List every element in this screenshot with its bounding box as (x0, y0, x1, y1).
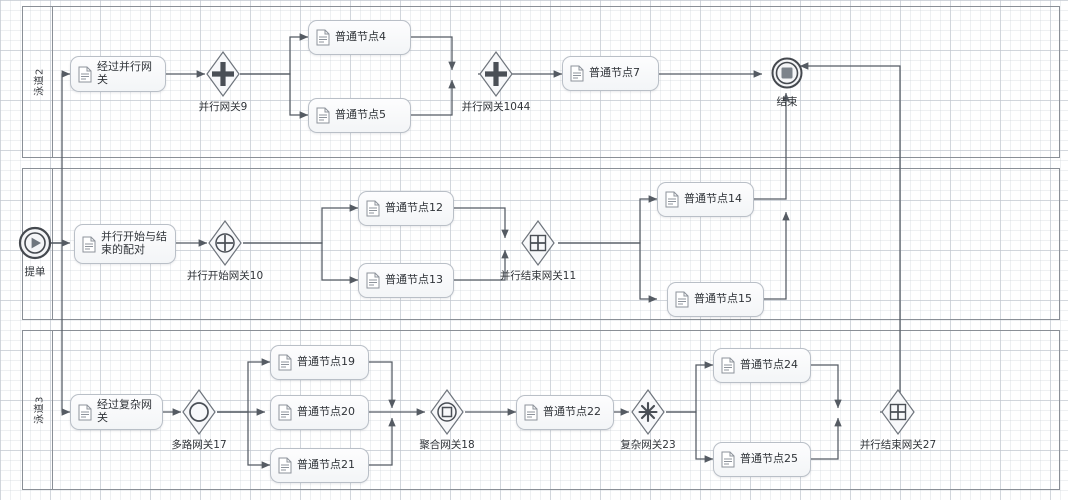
document-icon (366, 200, 380, 217)
document-icon (78, 404, 92, 420)
task-label: 并行开始与结 束的配对 (101, 230, 167, 256)
swimlane-top[interactable]: 泳道2 (22, 6, 1060, 158)
task-parallel-pairing[interactable]: 并行开始与结 束的配对 (74, 224, 176, 264)
task-label: 经过复杂网关 (97, 398, 152, 424)
end-event[interactable] (766, 52, 808, 94)
gateway-multi-17[interactable] (181, 388, 217, 436)
start-event[interactable] (14, 222, 56, 264)
document-icon (278, 354, 292, 371)
gateway-parallel-end-27[interactable] (880, 388, 916, 436)
gateway-parallel-end-27-label: 并行结束网关27 (859, 439, 937, 451)
swimlane-top-header: 泳道2 (23, 7, 53, 157)
document-icon (82, 236, 96, 252)
document-icon (721, 357, 735, 374)
gateway-parallel-1044-label: 并行网关1044 (461, 101, 531, 113)
task-node-5[interactable]: 普通节点5 (308, 98, 411, 133)
task-node-22[interactable]: 普通节点22 (516, 395, 614, 430)
gateway-parallel-start-10[interactable] (207, 219, 243, 267)
task-node-13[interactable]: 普通节点13 (358, 263, 454, 298)
inclusive-gateway-icon (182, 388, 216, 436)
parallel-gateway-thin-icon (881, 388, 915, 436)
task-label: 经过并行网关 (97, 60, 152, 86)
start-event-label: 提单 (24, 266, 46, 278)
end-event-icon (771, 57, 803, 89)
task-node-20[interactable]: 普通节点20 (270, 395, 369, 430)
task-node-12[interactable]: 普通节点12 (358, 191, 454, 226)
task-label: 普通节点21 (297, 458, 355, 472)
task-node-7[interactable]: 普通节点7 (562, 56, 659, 91)
gateway-parallel-end-11[interactable] (520, 219, 556, 267)
task-pass-parallel-gateway[interactable]: 经过并行网关 (70, 56, 166, 92)
task-label: 普通节点19 (297, 355, 355, 369)
play-circle-icon (18, 226, 52, 260)
task-node-25[interactable]: 普通节点25 (713, 442, 811, 477)
task-node-21[interactable]: 普通节点21 (270, 448, 369, 483)
document-icon (278, 457, 292, 474)
gateway-parallel-end-11-label: 并行结束网关11 (499, 270, 577, 282)
task-node-4[interactable]: 普通节点4 (308, 20, 411, 55)
task-label: 普通节点4 (335, 30, 386, 44)
gateway-parallel-start-10-label: 并行开始网关10 (186, 270, 264, 282)
task-label: 普通节点12 (385, 201, 443, 215)
task-node-24[interactable]: 普通节点24 (713, 348, 811, 383)
end-event-label: 结束 (776, 96, 798, 108)
task-label: 普通节点5 (335, 108, 386, 122)
task-label: 普通节点22 (543, 405, 601, 419)
task-label: 普通节点20 (297, 405, 355, 419)
document-icon (570, 65, 584, 82)
task-node-19[interactable]: 普通节点19 (270, 345, 369, 380)
parallel-gateway-icon (479, 50, 513, 98)
document-icon (278, 404, 292, 421)
document-icon (675, 291, 689, 308)
gateway-multi-17-label: 多路网关17 (171, 439, 227, 451)
task-label: 普通节点13 (385, 273, 443, 287)
aggregate-gateway-icon (430, 388, 464, 436)
task-node-14[interactable]: 普通节点14 (657, 182, 754, 217)
parallel-gateway-thin-icon (208, 219, 242, 267)
gateway-aggregate-18-label: 聚合网关18 (419, 439, 475, 451)
document-icon (316, 107, 330, 124)
parallel-gateway-thin-icon (521, 219, 555, 267)
task-label: 普通节点24 (740, 358, 798, 372)
gateway-complex-23-label: 复杂网关23 (620, 439, 676, 451)
complex-gateway-icon (631, 388, 665, 436)
parallel-gateway-icon (206, 50, 240, 98)
gateway-parallel-1044[interactable] (478, 50, 514, 98)
task-pass-complex-gateway[interactable]: 经过复杂网关 (70, 394, 163, 430)
task-label: 普通节点15 (694, 292, 752, 306)
task-label: 普通节点25 (740, 452, 798, 466)
document-icon (721, 451, 735, 468)
document-icon (316, 29, 330, 46)
gateway-parallel-9[interactable] (205, 50, 241, 98)
document-icon (78, 66, 92, 82)
document-icon (665, 191, 679, 208)
gateway-aggregate-18[interactable] (429, 388, 465, 436)
swimlane-bottom-header: 泳道3 (23, 331, 53, 489)
task-node-15[interactable]: 普通节点15 (667, 282, 764, 317)
task-label: 普通节点7 (589, 66, 640, 80)
gateway-complex-23[interactable] (630, 388, 666, 436)
swimlane-top-label: 泳道2 (34, 68, 45, 96)
swimlane-bottom-label: 泳道3 (34, 396, 45, 424)
document-icon (524, 404, 538, 421)
task-label: 普通节点14 (684, 192, 742, 206)
document-icon (366, 272, 380, 289)
gateway-parallel-9-label: 并行网关9 (198, 101, 248, 113)
